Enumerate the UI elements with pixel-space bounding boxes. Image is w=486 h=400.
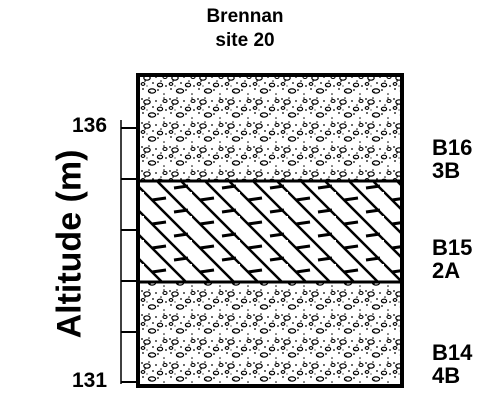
unit-label-b16: B16 3B: [432, 136, 472, 182]
unit-label-b15: B15 2A: [432, 236, 472, 282]
column-outline: [136, 73, 404, 388]
unit-b16-gravel: [138, 75, 402, 181]
tick-label-136: 136: [72, 114, 108, 137]
tick-label-131: 131: [72, 369, 108, 392]
unit-b15-hatch: [138, 181, 402, 282]
unit-facies: 4B: [432, 363, 461, 388]
site-title-line-2: site 20: [215, 30, 275, 51]
unit-code: B14: [432, 340, 473, 365]
unit-facies: 2A: [432, 258, 461, 283]
unit-code: B15: [432, 235, 473, 260]
unit-code: B16: [432, 135, 473, 160]
site-title-line-1: Brennan: [206, 6, 284, 27]
unit-facies: 3B: [432, 158, 461, 183]
unit-label-b14: B14 4B: [432, 341, 472, 387]
unit-b14-gravel: [138, 282, 402, 386]
